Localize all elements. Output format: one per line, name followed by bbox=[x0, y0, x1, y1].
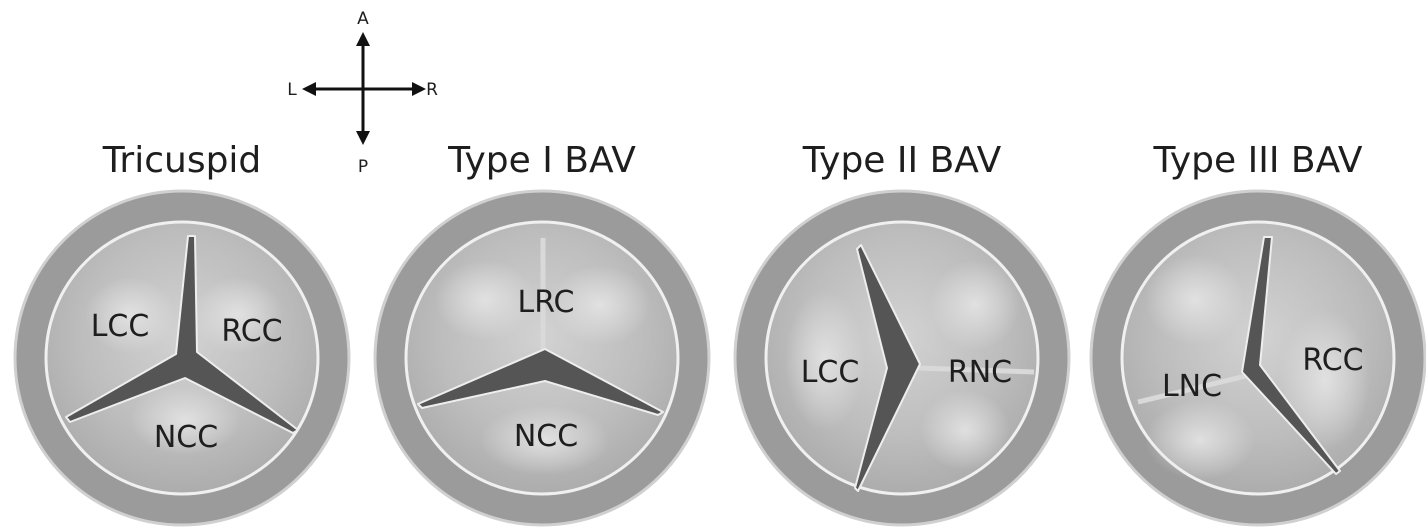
leaflet-bulge bbox=[1145, 400, 1255, 480]
compass-label-anterior: A bbox=[357, 9, 369, 29]
valve-annulus-highlight bbox=[733, 189, 1071, 527]
valve-title-tricuspid: Tricuspid bbox=[102, 140, 262, 181]
cusp-label: RCC bbox=[221, 314, 282, 349]
leaflet-bulge bbox=[930, 260, 1020, 350]
leaflet-bulge bbox=[550, 265, 650, 345]
raphe-ridge bbox=[917, 365, 1035, 375]
compass-label-posterior: P bbox=[358, 157, 368, 177]
cusp-label: RNC bbox=[948, 355, 1012, 390]
cusp-label: LCC bbox=[801, 355, 860, 390]
commissure-closure-line bbox=[417, 348, 664, 416]
leaflet-bulge bbox=[920, 390, 1010, 470]
cusp-label: LNC bbox=[1162, 369, 1222, 404]
orientation-compass bbox=[302, 32, 426, 145]
commissure-closure-line bbox=[1241, 236, 1341, 475]
valve-title-type-2-bav: Type II BAV bbox=[802, 140, 1002, 181]
commissure-closure-line bbox=[65, 235, 299, 434]
compass-label-left: L bbox=[287, 80, 297, 100]
leaflet-bulge bbox=[480, 405, 610, 475]
leaflet-bulge bbox=[435, 260, 535, 340]
leaflet-bulge bbox=[85, 277, 175, 353]
leaflet-bulge bbox=[193, 277, 283, 353]
leaflet-bulge bbox=[1280, 310, 1370, 450]
valve-tricuspid: Tricuspid LCC RCC NCC bbox=[13, 140, 351, 527]
valve-type-2-bav: Type II BAV LCC RNC bbox=[733, 140, 1071, 527]
valve-title-type-3-bav: Type III BAV bbox=[1152, 140, 1362, 181]
valve-annulus-highlight bbox=[13, 189, 351, 527]
cusp-label: RCC bbox=[1302, 343, 1363, 378]
leaflet-bulge bbox=[130, 385, 240, 455]
cusp-label: LRC bbox=[517, 285, 574, 320]
cusp-label: NCC bbox=[514, 419, 578, 454]
valve-type-1-bav: Type I BAV LRC NCC bbox=[373, 140, 711, 527]
cusp-label: LCC bbox=[91, 309, 150, 344]
commissure-closure-line bbox=[854, 244, 921, 492]
valve-annulus-highlight bbox=[1089, 189, 1426, 527]
valve-type-3-bav: Type III BAV LNC RCC bbox=[1089, 140, 1426, 527]
cusp-label: NCC bbox=[154, 420, 218, 455]
leaflet-bulge bbox=[785, 290, 865, 430]
valve-title-type-1-bav: Type I BAV bbox=[447, 140, 636, 181]
valve-annulus-highlight bbox=[373, 189, 711, 527]
raphe-ridge bbox=[1137, 372, 1251, 405]
leaflet-bulge bbox=[1145, 255, 1245, 345]
compass-label-right: R bbox=[426, 80, 438, 100]
